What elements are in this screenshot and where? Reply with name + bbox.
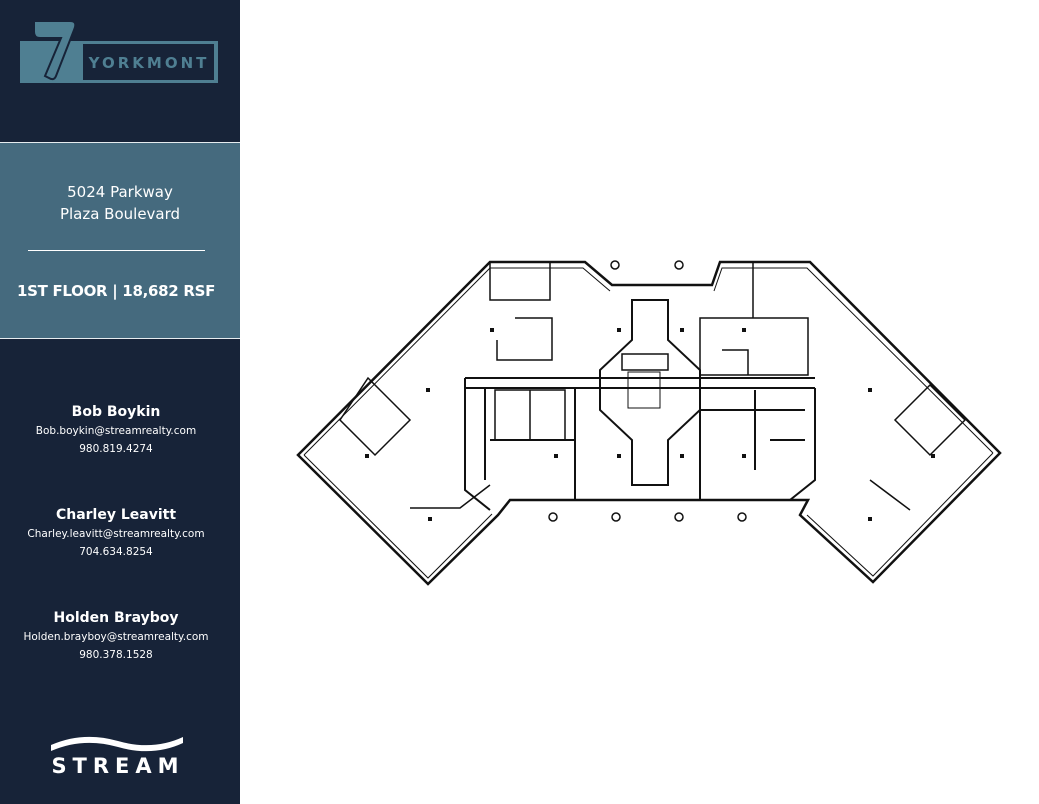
contact-name: Holden Brayboy: [53, 610, 179, 626]
columns: [548, 260, 747, 522]
floor-plan: [296, 260, 1002, 586]
contact-name: Bob Boykin: [71, 404, 161, 420]
address: 5024 Parkway Plaza Boulevard: [0, 181, 240, 225]
contact-email[interactable]: Holden.brayboy@streamrealty.com: [23, 631, 209, 643]
building-outline: [296, 260, 1002, 586]
svg-text:STREAM: STREAM: [51, 754, 184, 778]
core-walls: [464, 377, 816, 511]
contact-card: Holden Brayboy Holden.brayboy@streamreal…: [0, 608, 232, 664]
divider: [28, 250, 205, 251]
contact-phone[interactable]: 980.819.4274: [79, 443, 153, 455]
svg-text:YORKMONT: YORKMONT: [88, 54, 210, 72]
atrium: [599, 299, 701, 486]
contact-card: Bob Boykin Bob.boykin@streamrealty.com 9…: [0, 402, 232, 458]
address-panel: 5024 Parkway Plaza Boulevard 1ST FLOOR |…: [0, 142, 240, 339]
contact-email[interactable]: Bob.boykin@streamrealty.com: [35, 425, 197, 437]
address-line-2: Plaza Boulevard: [59, 205, 181, 223]
interior-columns: [365, 328, 935, 521]
contact-name: Charley Leavitt: [55, 507, 177, 523]
yorkmont-logo: YORKMONT: [20, 20, 218, 83]
contact-email[interactable]: Charley.leavitt@streamrealty.com: [27, 528, 205, 540]
contact-card: Charley Leavitt Charley.leavitt@streamre…: [0, 505, 232, 561]
floor-info: 1ST FLOOR | 18,682 RSF: [16, 282, 216, 300]
address-line-1: 5024 Parkway: [67, 183, 173, 201]
stream-logo: STREAM: [51, 736, 184, 778]
contact-phone[interactable]: 704.634.8254: [79, 546, 153, 558]
contact-phone[interactable]: 980.378.1528: [79, 649, 153, 661]
sidebar: YORKMONT 5024 Parkway Plaza Boulevard 1S…: [0, 0, 240, 804]
